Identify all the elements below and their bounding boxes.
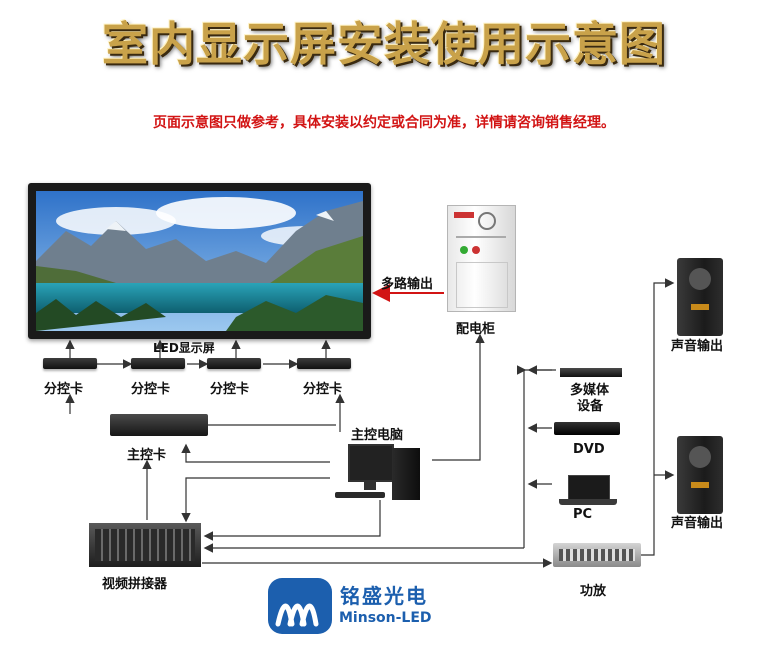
multi-output-label: 多路输出 <box>381 273 433 292</box>
multimedia-device <box>560 368 622 377</box>
speaker-label: 声音输出 <box>671 512 723 531</box>
pc-tower <box>392 448 420 500</box>
speaker <box>677 258 723 336</box>
pc-monitor <box>348 444 394 482</box>
sub-control-card <box>43 358 97 369</box>
dvd-label: DVD <box>573 442 605 457</box>
main-pc-label: 主控电脑 <box>351 424 403 443</box>
main-card-label: 主控卡 <box>127 444 166 463</box>
sub-control-card <box>297 358 351 369</box>
led-screen <box>28 183 371 339</box>
minson-logo-icon <box>268 578 332 634</box>
sub-card-label: 分控卡 <box>210 378 249 397</box>
sub-control-card <box>131 358 185 369</box>
main-control-card <box>110 414 208 436</box>
logo-english-name: Minson-LED <box>339 610 432 626</box>
cabinet-label: 配电柜 <box>456 318 495 337</box>
led-screen-label: LED显示屏 <box>153 339 215 356</box>
speaker <box>677 436 723 514</box>
amplifier-label: 功放 <box>580 580 606 599</box>
monitor-stand <box>364 480 376 490</box>
multimedia-label-2: 设备 <box>577 395 603 414</box>
laptop <box>568 475 610 501</box>
video-splicer-label: 视频拼接器 <box>102 573 167 592</box>
sub-control-card <box>207 358 261 369</box>
logo-chinese-name: 铭盛光电 <box>340 580 428 609</box>
laptop-base <box>559 499 617 505</box>
pc-label: PC <box>573 507 592 522</box>
video-splicer <box>89 523 201 567</box>
speaker-label: 声音输出 <box>671 335 723 354</box>
power-cabinet <box>447 205 516 312</box>
sub-card-label: 分控卡 <box>303 378 342 397</box>
sub-card-label: 分控卡 <box>44 378 83 397</box>
dvd-player <box>554 422 620 435</box>
amplifier <box>553 543 641 567</box>
mountain-lake-image <box>36 191 363 331</box>
sub-card-label: 分控卡 <box>131 378 170 397</box>
keyboard <box>335 492 385 498</box>
